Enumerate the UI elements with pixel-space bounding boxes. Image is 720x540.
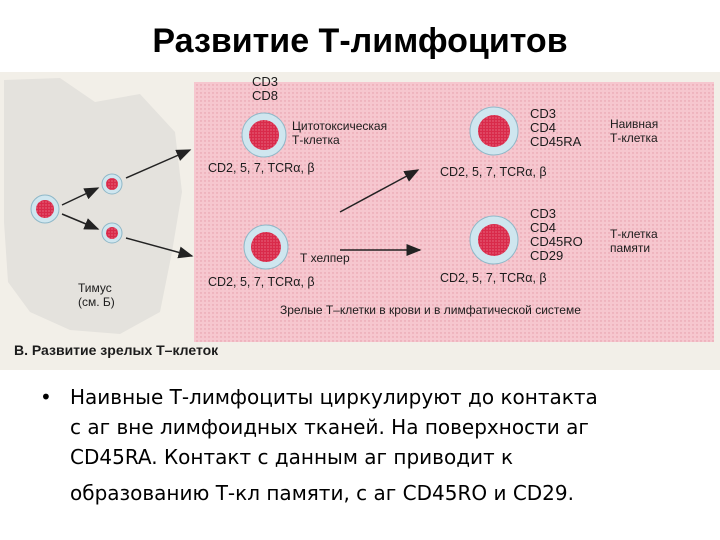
cytotoxic-receptors: CD2, 5, 7, TCRα, β: [208, 161, 315, 175]
naive-marker-1: CD3: [530, 106, 556, 121]
memory-marker-4: CD29: [530, 248, 563, 263]
naive-marker-2: CD4: [530, 120, 556, 135]
cytotoxic-name-1: Цитотоксическая: [292, 119, 387, 133]
bullet-line-4: образованию Т-кл памяти, с аг CD45RO и C…: [70, 478, 700, 508]
helper-receptors: CD2, 5, 7, TCRα, β: [208, 275, 315, 289]
helper-name: Т хелпер: [300, 251, 350, 265]
naive-name-2: Т-клетка: [610, 131, 658, 145]
naive-marker-3: CD45RA: [530, 134, 582, 149]
region-label: Зрелые Т–клетки в крови и в лимфатическо…: [280, 303, 581, 317]
thymus-cell-3: [102, 223, 122, 243]
naive-cell: [470, 107, 518, 155]
figure-caption: В. Развитие зрелых Т–клеток: [14, 342, 219, 358]
memory-marker-1: CD3: [530, 206, 556, 221]
bullet-marker: •: [40, 382, 52, 412]
bullet-line-3: CD45RA. Контакт с данным аг приводит к: [70, 442, 700, 472]
cytotoxic-cell: [242, 113, 286, 157]
memory-name-2: памяти: [610, 241, 650, 255]
memory-name-1: Т-клетка: [610, 227, 658, 241]
memory-receptors: CD2, 5, 7, TCRα, β: [440, 271, 547, 285]
bullet-line-2: с аг вне лимфоидных тканей. На поверхнос…: [70, 412, 700, 442]
bullet-text: Наивные Т-лимфоциты циркулируют до конта…: [70, 382, 700, 508]
figure-panel: CD3 CD8 Цитотоксическая Т-клетка CD2, 5,…: [0, 72, 720, 370]
memory-cell: [470, 216, 518, 264]
bullet-block: • Наивные Т-лимфоциты циркулируют до кон…: [40, 382, 700, 508]
memory-marker-3: CD45RO: [530, 234, 583, 249]
helper-cell: [244, 225, 288, 269]
t-cell-diagram: CD3 CD8 Цитотоксическая Т-клетка CD2, 5,…: [0, 72, 720, 370]
cytotoxic-marker-2: CD8: [252, 88, 278, 103]
thymus-label-2: (см. Б): [78, 295, 115, 309]
thymus-cell-1: [31, 195, 59, 223]
bullet-line-1: Наивные Т-лимфоциты циркулируют до конта…: [70, 382, 700, 412]
cytotoxic-marker-1: CD3: [252, 74, 278, 89]
thymus-label-1: Тимус: [78, 281, 112, 295]
thymus-cell-2: [102, 174, 122, 194]
naive-receptors: CD2, 5, 7, TCRα, β: [440, 165, 547, 179]
memory-marker-2: CD4: [530, 220, 556, 235]
slide-title: Развитие Т-лимфоцитов: [0, 22, 720, 61]
naive-name-1: Наивная: [610, 117, 658, 131]
cytotoxic-name-2: Т-клетка: [292, 133, 340, 147]
